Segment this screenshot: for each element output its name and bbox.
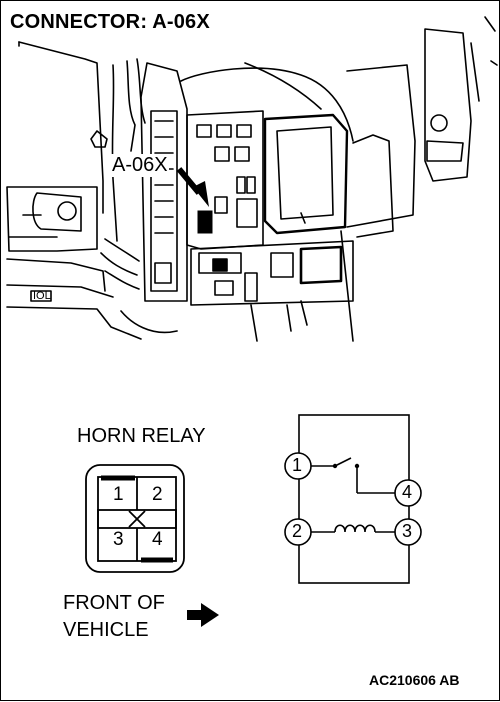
schematic-terminal-3: 3 [402, 521, 413, 541]
figure-reference: AC210606 AB [369, 672, 460, 688]
schematic-terminal-2: 2 [292, 521, 303, 541]
connector-pin-1: 1 [113, 484, 124, 505]
connector-pin-4: 4 [152, 529, 163, 550]
schematic-terminal-4: 4 [402, 482, 413, 502]
connector-pin-2: 2 [152, 484, 163, 505]
connector-pin-3: 3 [113, 529, 124, 550]
relay-title: HORN RELAY [77, 425, 206, 447]
front-of-vehicle-line1: FRONT OF [63, 592, 165, 614]
front-of-vehicle-line2: VEHICLE [63, 619, 149, 641]
page-title: CONNECTOR: A-06X [10, 11, 210, 33]
fuse-box-text: IOL [33, 290, 51, 302]
callout-arrow [176, 167, 209, 207]
connector-callout-label: A-06X [111, 154, 169, 177]
schematic-terminal-1: 1 [292, 455, 303, 475]
